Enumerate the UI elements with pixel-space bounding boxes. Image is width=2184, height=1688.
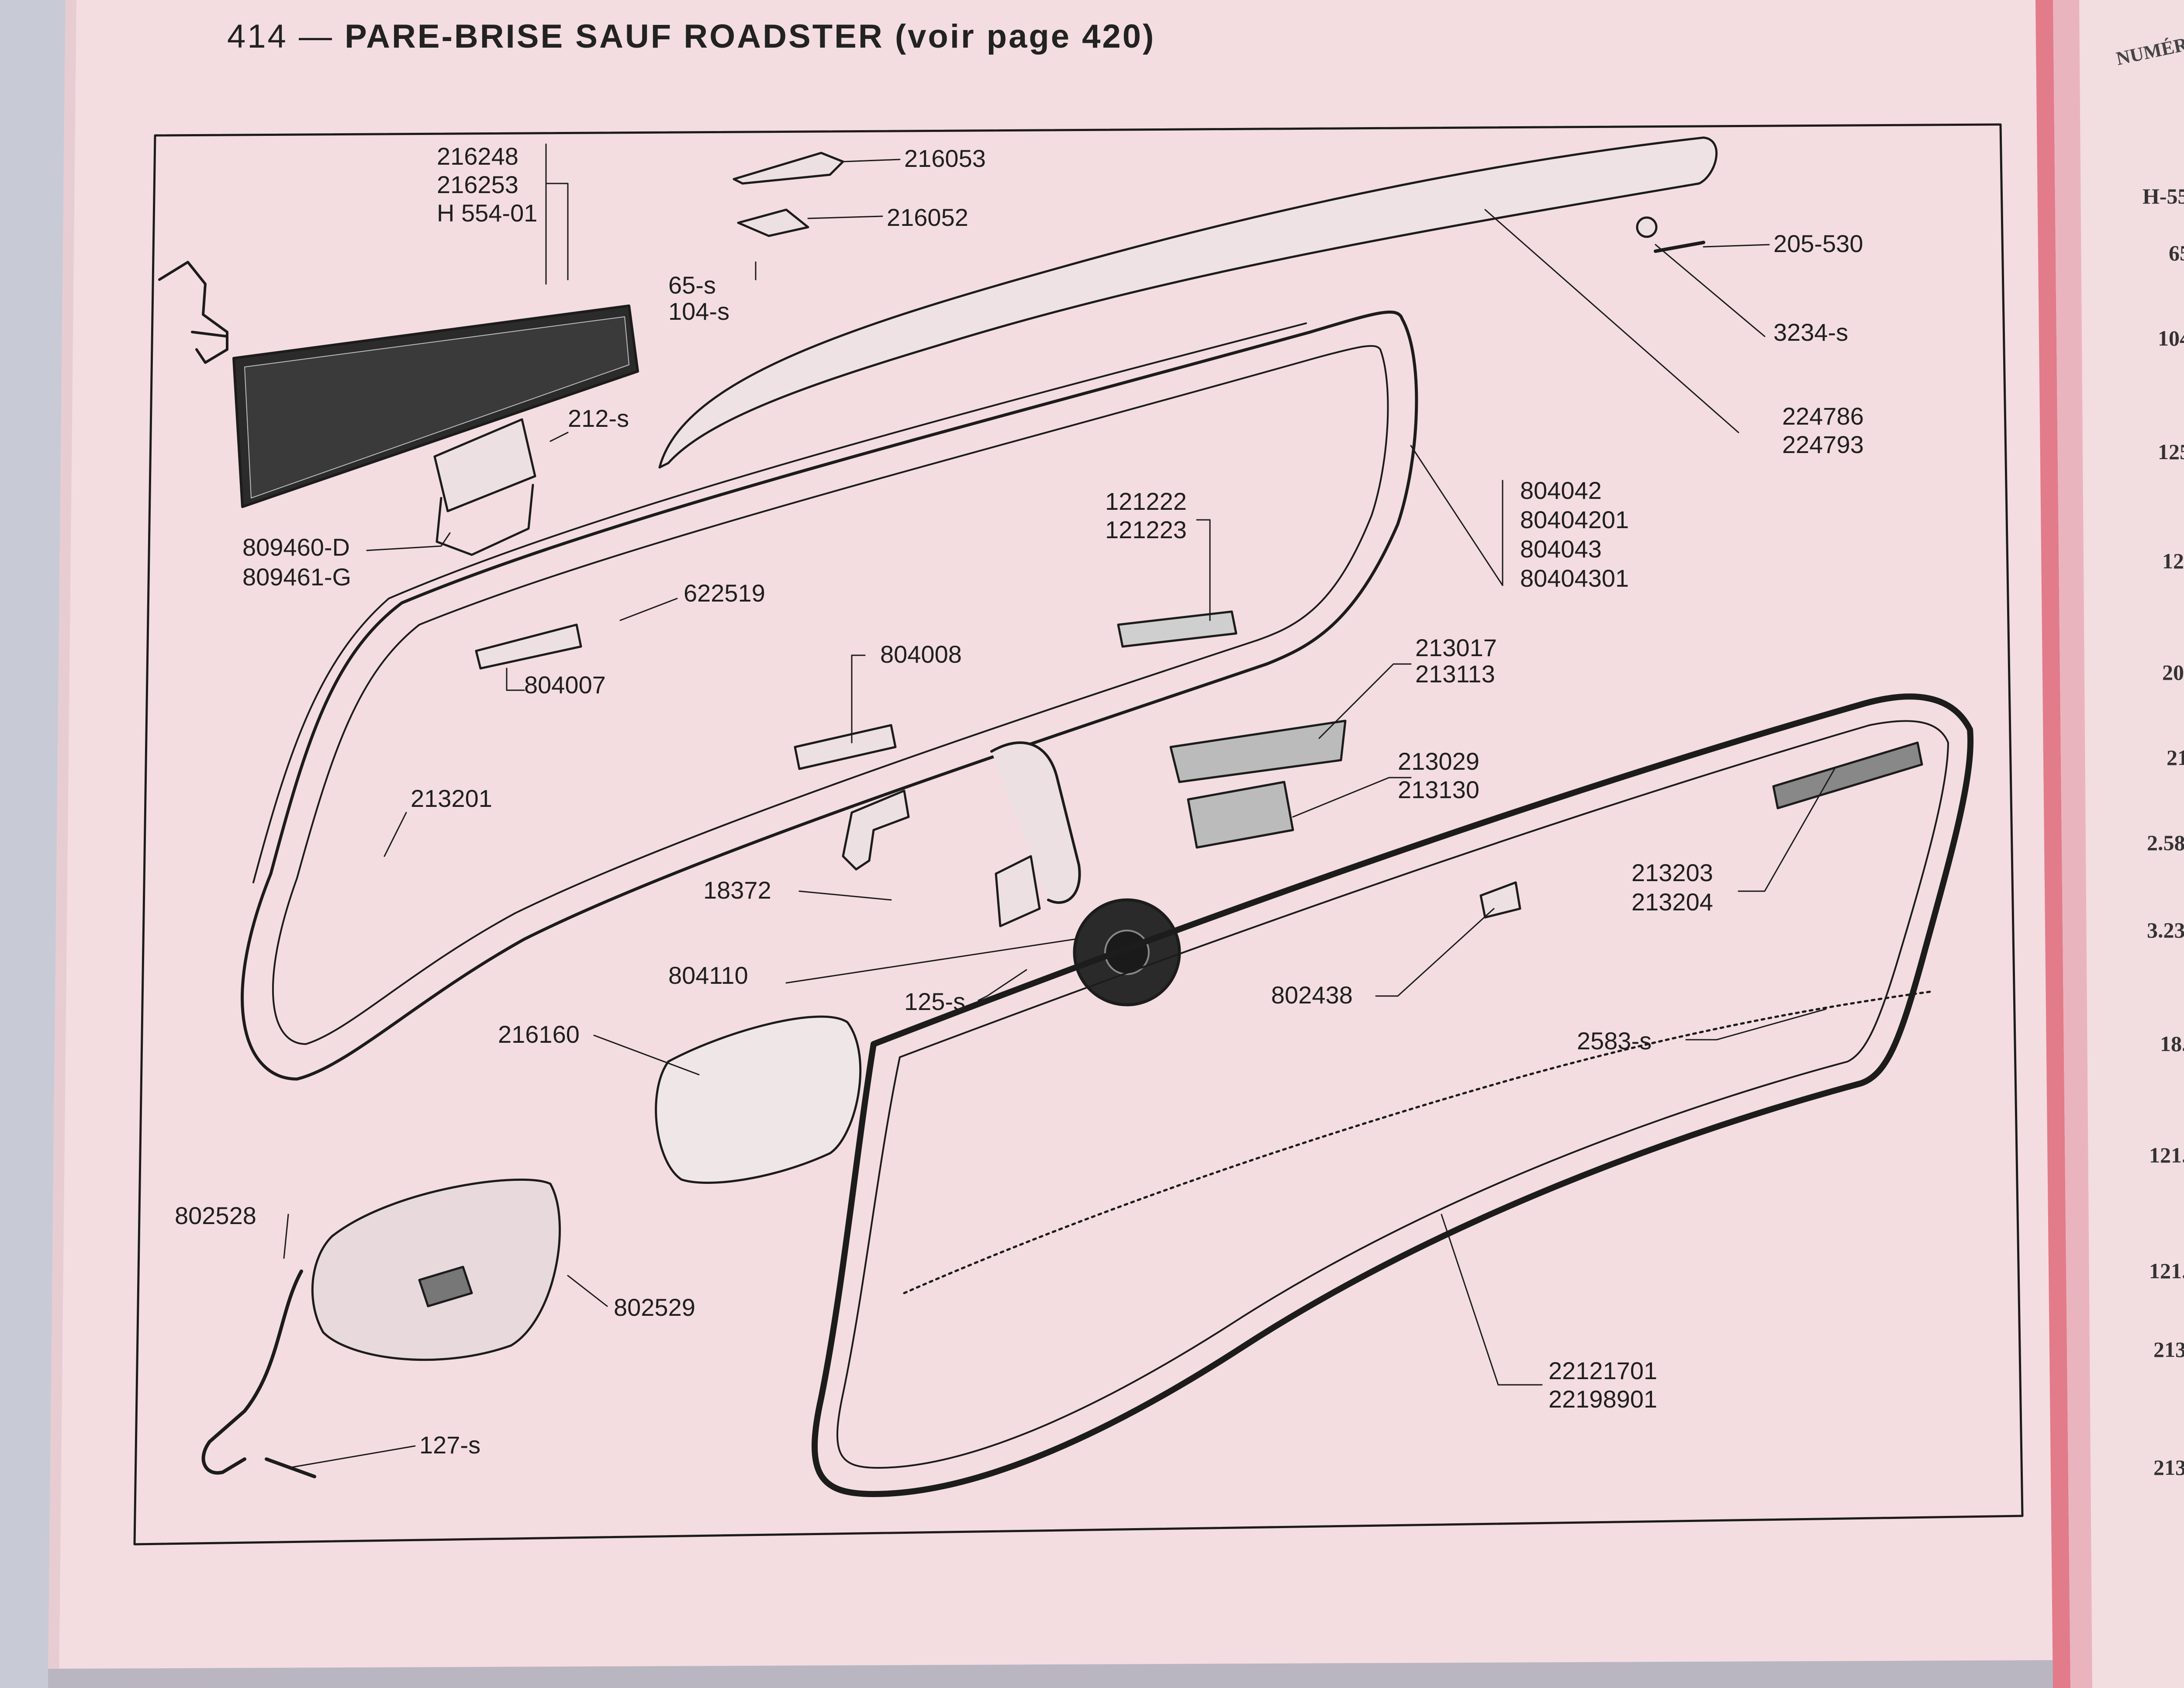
part-label: 80404201 xyxy=(1520,506,1629,533)
part-label: 213204 xyxy=(1631,888,1713,916)
part-label: 804042 xyxy=(1520,477,1602,504)
part-label: 802528 xyxy=(175,1202,256,1229)
part-label: 205-530 xyxy=(1773,230,1863,257)
part-label: 212-s xyxy=(568,405,629,432)
part-label: 216253 xyxy=(437,171,518,198)
mirror-arm xyxy=(201,1269,303,1475)
part-label: 216053 xyxy=(904,145,986,172)
diagram-frame xyxy=(133,123,2024,1546)
part-label: 127-s xyxy=(419,1431,481,1459)
right-column-item: 205-S- xyxy=(2162,660,2184,685)
part-label: 224786 xyxy=(1782,402,1864,430)
plate-804007 xyxy=(475,623,582,670)
part-label: H 554-01 xyxy=(437,199,538,227)
plate-804008 xyxy=(794,724,897,770)
part-label: 224793 xyxy=(1782,431,1864,458)
part-label: 802529 xyxy=(614,1294,695,1321)
part-label: 104-s xyxy=(668,297,730,325)
part-label: 802438 xyxy=(1271,981,1353,1009)
part-label: 213113 xyxy=(1415,660,1495,688)
part-label: 80404301 xyxy=(1520,564,1629,592)
upper-windshield-frame xyxy=(241,310,1418,1081)
mirror-back xyxy=(311,1178,561,1361)
part-label: 213203 xyxy=(1631,859,1713,886)
part-label: 804043 xyxy=(1520,535,1602,563)
seal-213029 xyxy=(1187,781,1294,849)
clip-216052 xyxy=(737,208,809,237)
clip-802438 xyxy=(1479,881,1521,919)
mirror-glass xyxy=(655,1015,862,1184)
right-column-item: 121.223 xyxy=(2149,1259,2184,1283)
screw-205-530 xyxy=(1654,241,1705,253)
part-label: 213017 xyxy=(1415,634,1497,661)
header-dash: — xyxy=(298,18,334,55)
right-column-item: 213.017 xyxy=(2153,1337,2184,1362)
right-column-item: 3.234-S xyxy=(2147,918,2184,942)
part-label: 22198901 xyxy=(1548,1385,1658,1413)
part-label: 213130 xyxy=(1398,776,1479,803)
hinge-bracket xyxy=(842,789,910,871)
right-column-item: 127-S xyxy=(2162,549,2184,573)
part-label: 216052 xyxy=(887,204,968,231)
right-column-item: H-554-0 xyxy=(2143,184,2184,208)
part-label: 22121701 xyxy=(1548,1357,1658,1384)
seal-213203 xyxy=(1772,741,1923,809)
right-column-item: 104-S xyxy=(2158,326,2184,350)
part-label: 809461-G xyxy=(242,563,352,591)
right-column-item: 18.372 xyxy=(2160,1031,2184,1056)
part-label: 809460-D xyxy=(242,533,350,561)
right-column-item: 125-S xyxy=(2158,439,2184,464)
part-label: 3234-s xyxy=(1773,318,1849,346)
page-number: 414 xyxy=(227,18,288,55)
right-column-item: 213.029 xyxy=(2153,1455,2184,1480)
part-label: 804110 xyxy=(668,962,748,989)
part-label: 804007 xyxy=(524,671,606,699)
part-label: 65-s xyxy=(668,271,716,299)
part-label: 216248 xyxy=(437,142,518,170)
page-header: 414 — PARE-BRISE SAUF ROADSTER (voir pag… xyxy=(227,17,1155,55)
part-label: 804008 xyxy=(880,640,962,668)
right-column-item: 65-S xyxy=(2169,241,2184,265)
part-label: 213029 xyxy=(1398,747,1479,775)
page-reference: (voir page 420) xyxy=(895,18,1156,55)
right-column-item: 121.222 xyxy=(2149,1143,2184,1167)
page-title: PARE-BRISE SAUF ROADSTER xyxy=(345,18,884,55)
part-label: 121222 xyxy=(1105,488,1187,515)
washer-3234 xyxy=(1636,216,1658,238)
visor-rail xyxy=(658,136,1718,469)
part-label: 2583-s xyxy=(1577,1027,1652,1055)
part-label: 622519 xyxy=(684,579,765,607)
part-label: 121223 xyxy=(1105,516,1187,543)
right-column-item: 2.583-S xyxy=(2147,830,2184,855)
right-column-item: 212-S xyxy=(2167,745,2184,770)
part-label: 213201 xyxy=(411,785,492,812)
part-label: 125-s xyxy=(904,988,966,1015)
strip-121222 xyxy=(1117,610,1237,648)
part-label: 216160 xyxy=(498,1020,580,1048)
seal-213017 xyxy=(1169,719,1347,783)
part-label: 18372 xyxy=(703,876,771,904)
bracket-216053 xyxy=(733,152,844,185)
lower-windshield-frame xyxy=(812,693,1974,1497)
